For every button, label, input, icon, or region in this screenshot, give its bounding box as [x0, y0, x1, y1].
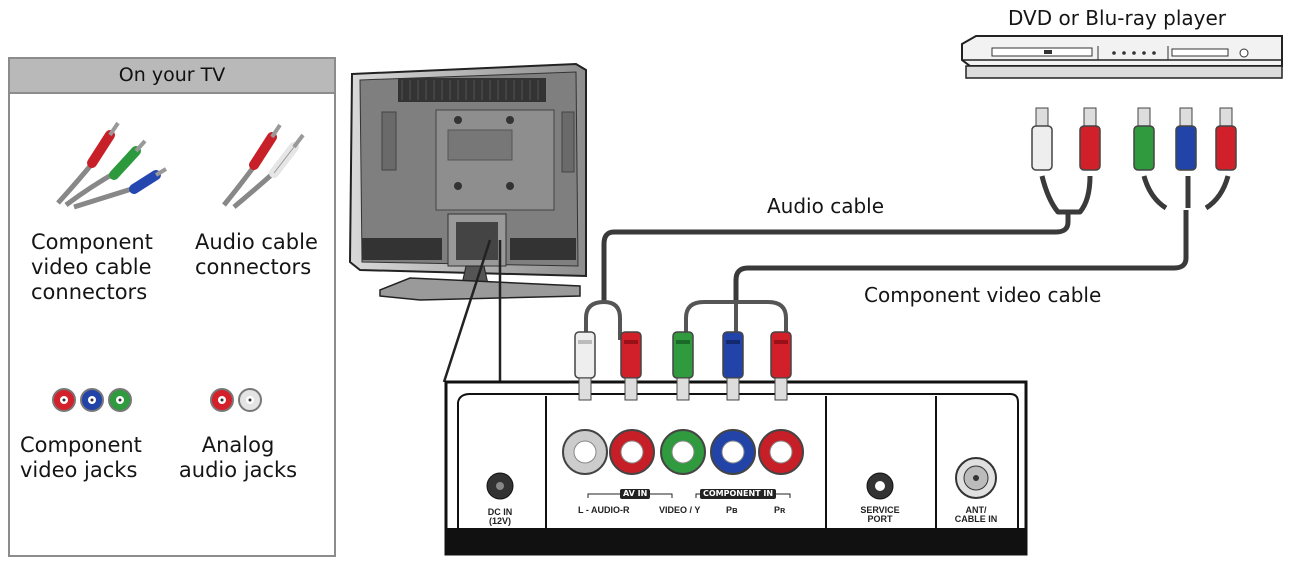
audio-connectors-label: Audio cable connectors — [195, 230, 318, 279]
pb-label: Pʙ — [726, 505, 738, 515]
panel-jack-white — [562, 429, 608, 475]
panel-jack-blue — [710, 429, 756, 475]
tv-connection-panel — [444, 380, 1028, 556]
audio-jacks-label: Analog audio jacks — [178, 433, 298, 482]
video-y-label: VIDEO / Y — [659, 505, 701, 515]
audio-lr-label: L - AUDIO-R — [578, 505, 630, 515]
component-jacks-label: Component video jacks — [20, 433, 142, 482]
audio-jacks-icon — [210, 388, 262, 412]
ant-cable-in-label: ANT/CABLE IN — [954, 505, 998, 524]
panel-jack-green — [660, 429, 706, 475]
component-cable-label: Component video cable — [864, 283, 1102, 307]
component-connectors-label: Component video cable connectors — [31, 230, 153, 304]
panel-plugs — [574, 331, 792, 401]
panel-jack-red-audio — [609, 429, 655, 475]
player-label: DVD or Blu-ray player — [1008, 6, 1227, 30]
panel-jack-red-pr — [758, 429, 804, 475]
player-plugs — [1031, 107, 1237, 171]
audio-plugs-icon — [222, 123, 305, 209]
dc-in-label: DC IN(12V) — [487, 507, 513, 526]
legend-header: On your TV — [10, 59, 334, 94]
pr-label: Pʀ — [774, 505, 786, 515]
component-plugs-icon — [56, 121, 168, 210]
dvd-player-icon — [961, 35, 1283, 79]
av-in-label: AV IN — [620, 489, 651, 499]
tv-back-icon — [348, 62, 587, 301]
legend-panel: On your TV Component video cable connect… — [8, 57, 336, 557]
component-in-label: COMPONENT IN — [700, 489, 777, 499]
component-jacks-icon — [52, 388, 132, 412]
cables — [584, 175, 1231, 340]
audio-cable-label: Audio cable — [767, 194, 885, 218]
